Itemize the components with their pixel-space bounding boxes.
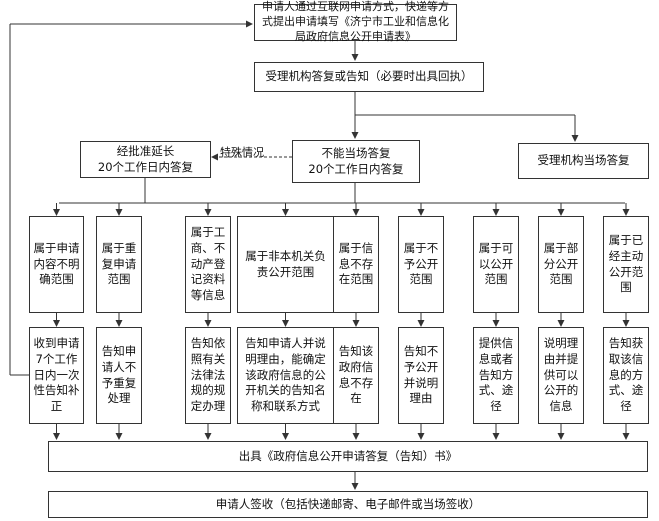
issue-box: 出具《政府信息公开申请答复（告知）书》	[48, 441, 648, 472]
sign-box: 申请人签收（包括快递邮寄、电子邮件或当场签收）	[48, 491, 648, 518]
category-box: 属于信息不存在范围	[333, 216, 379, 313]
branch-mid-box: 不能当场答复 20个工作日内答复	[292, 140, 420, 183]
response-text: 收到申请7个工作日内一次性告知补正	[33, 335, 80, 414]
response-box: 告知不予公开并说明理由	[398, 327, 444, 424]
branch-mid-text: 不能当场答复 20个工作日内答复	[308, 145, 404, 176]
response-box: 告知申请人不予重复处理	[96, 327, 142, 424]
top-box: 申请人通过互联网申请方式，快递等方式提出申请填写《济宁市工业和信息化局政府信息公…	[254, 0, 457, 43]
response-text: 告知不予公开并说明理由	[403, 343, 439, 406]
special-case-label: 特殊情况	[220, 146, 264, 159]
review-box: 受理机构答复或告知（必要时出具回执）	[254, 62, 484, 92]
response-box: 告知该政府信息不存在	[333, 327, 379, 424]
response-box: 告知申请人并说明理由，能确定该政府信息的公开机关的告知名称和联系方式	[237, 327, 334, 424]
category-text: 属于可以公开范围	[478, 240, 514, 287]
category-box: 属于部分公开范围	[538, 216, 584, 313]
category-text: 属于重复申请范围	[101, 240, 137, 287]
branch-right-box: 经批准延长 20个工作日内答复	[80, 141, 211, 178]
category-text: 属于信息不存在范围	[338, 240, 374, 287]
issue-box-text: 出具《政府信息公开申请答复（告知）书》	[238, 448, 458, 463]
response-box: 提供信息或者告知方式、途径	[473, 327, 519, 424]
response-text: 告知获取该信息的方式、途径	[608, 335, 644, 414]
category-box: 属于重复申请范围	[96, 216, 142, 313]
category-text: 属于已经主动公开范围	[608, 232, 644, 295]
response-text: 说明理由并提供可以公开的信息	[543, 335, 579, 414]
category-box: 属于可以公开范围	[473, 216, 519, 313]
top-box-text: 申请人通过互联网申请方式，快递等方式提出申请填写《济宁市工业和信息化局政府信息公…	[262, 0, 449, 43]
category-box: 属于工商、不动产登记资料等信息	[185, 216, 231, 313]
response-text: 提供信息或者告知方式、途径	[478, 335, 514, 414]
response-text: 告知申请人并说明理由，能确定该政府信息的公开机关的告知名称和联系方式	[245, 335, 326, 414]
category-box: 属于申请内容不明确范围	[29, 216, 84, 313]
response-box: 告知依照有关法律法规的规定办理	[185, 327, 231, 424]
branch-left-box: 受理机构当场答复	[518, 143, 649, 179]
review-box-text: 受理机构答复或告知（必要时出具回执）	[265, 69, 473, 84]
response-box: 收到申请7个工作日内一次性告知补正	[29, 327, 84, 424]
category-text: 属于非本机关负责公开范围	[245, 248, 326, 279]
response-text: 告知依照有关法律法规的规定办理	[190, 335, 226, 414]
category-text: 属于不予公开范围	[403, 240, 439, 287]
category-box: 属于非本机关负责公开范围	[237, 216, 334, 313]
category-box: 属于不予公开范围	[398, 216, 444, 313]
category-text: 属于申请内容不明确范围	[33, 240, 80, 287]
response-box: 说明理由并提供可以公开的信息	[538, 327, 584, 424]
sign-box-text: 申请人签收（包括快递邮寄、电子邮件或当场签收）	[215, 496, 481, 511]
response-text: 告知该政府信息不存在	[338, 343, 374, 406]
category-text: 属于工商、不动产登记资料等信息	[190, 224, 226, 303]
category-box: 属于已经主动公开范围	[603, 216, 649, 313]
branch-left-text: 受理机构当场答复	[537, 153, 630, 168]
response-box: 告知获取该信息的方式、途径	[603, 327, 649, 424]
branch-right-text: 经批准延长 20个工作日内答复	[97, 143, 194, 174]
response-text: 告知申请人不予重复处理	[101, 343, 137, 406]
category-text: 属于部分公开范围	[543, 240, 579, 287]
